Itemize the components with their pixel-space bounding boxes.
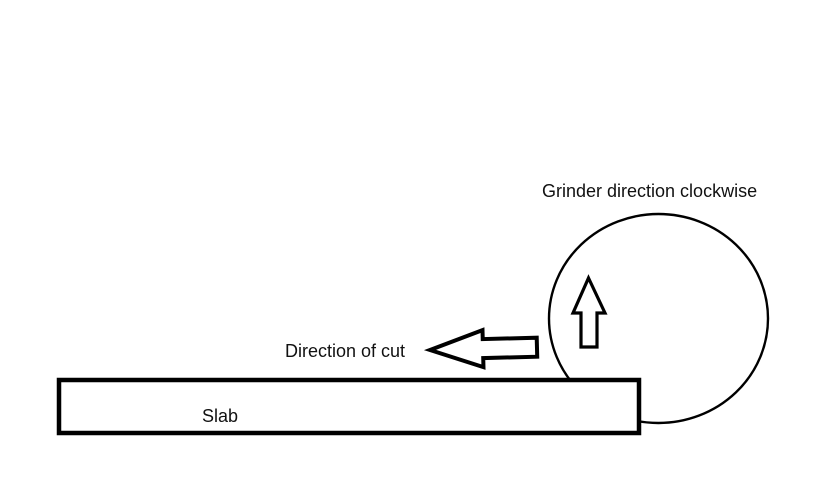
cut-direction-label: Direction of cut [285, 341, 406, 361]
left-block-arrow-icon [423, 327, 540, 370]
slab-label: Slab [202, 406, 239, 426]
slab-rect [56, 377, 642, 436]
grinder-direction-label: Grinder direction clockwise [542, 181, 758, 201]
grinder-circle [547, 212, 770, 425]
up-block-arrow-icon [570, 274, 608, 349]
